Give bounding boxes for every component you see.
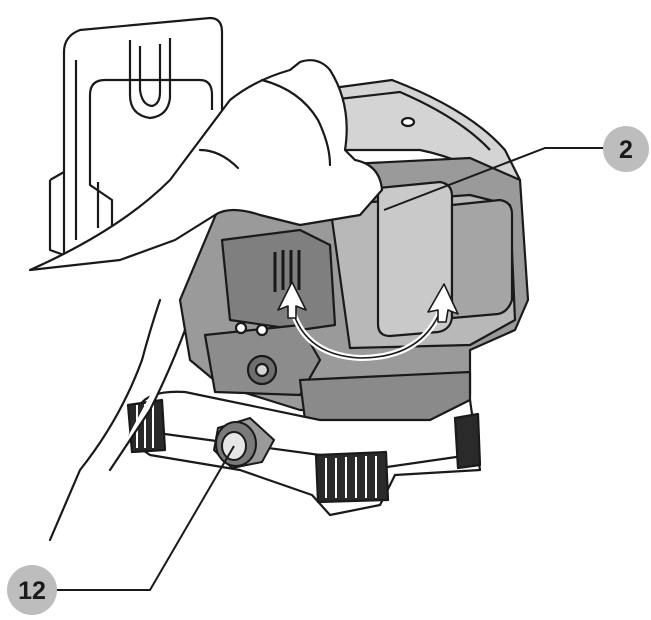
callout-12-label: 12 [18,577,46,605]
laser-body [178,78,530,427]
rotation-arrow-heads [277,281,459,323]
callout-12: 12 [7,565,57,615]
hand [28,59,384,542]
leader-line-12 [50,445,235,591]
leader-lines [50,147,606,591]
callout-2: 2 [603,126,649,172]
callout-2-label: 2 [619,136,633,164]
leader-line-2 [383,147,606,211]
callout-2-circle [603,126,649,172]
rotation-arrow [287,297,443,362]
wall-bracket [48,16,224,257]
callout-12-circle [7,565,57,615]
